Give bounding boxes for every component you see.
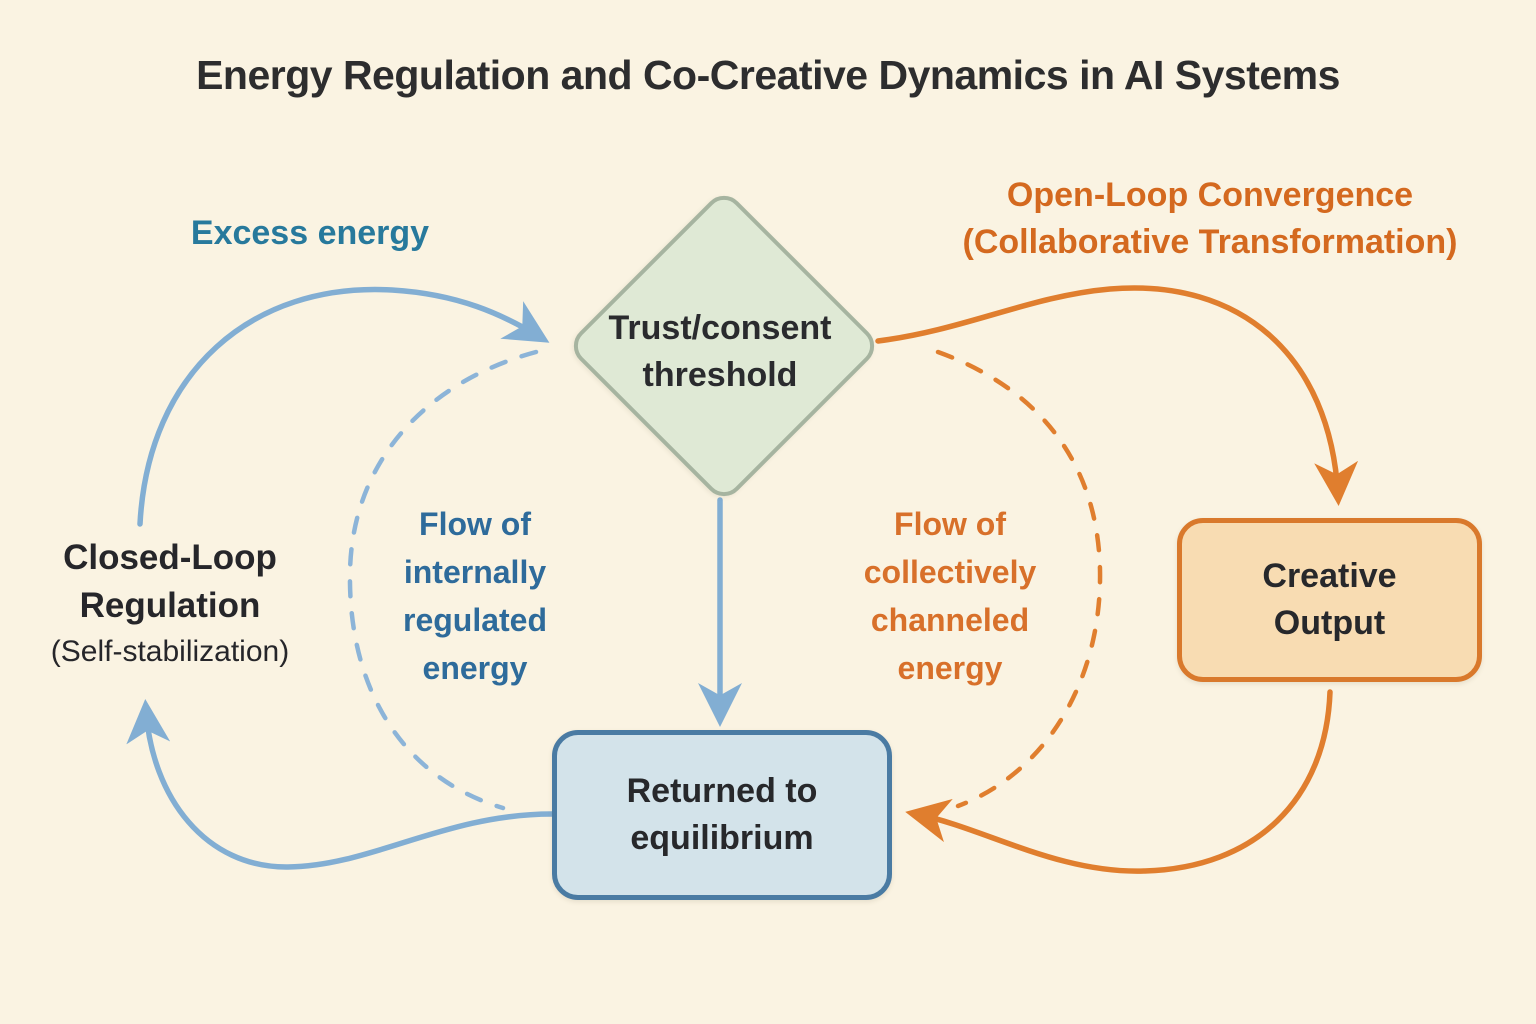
flow-collective-line4: energy (897, 650, 1003, 686)
flow-internal-label: Flow of internally regulated energy (325, 500, 625, 692)
creative-to-equilibrium-arrow (905, 689, 1333, 874)
trust-consent-threshold-label: Trust/consent threshold (570, 305, 870, 399)
threshold-to-creative-arrow (875, 285, 1359, 506)
flow-collective-label: Flow of collectively channeled energy (800, 500, 1100, 692)
flow-collective-line1: Flow of (894, 506, 1006, 542)
threshold-label-line1: Trust/consent (608, 309, 832, 347)
internal-flow-dashed-curve (347, 349, 539, 811)
open-loop-line2: (Collaborative Transformation) (962, 223, 1458, 261)
closed-loop-regulation-label: Closed-Loop Regulation (Self-stabilizati… (10, 534, 330, 674)
creative-label-line1: Creative (1262, 557, 1397, 595)
returned-label: Returned to equilibrium (627, 768, 818, 862)
excess-energy-arrow (137, 286, 550, 527)
returned-label-line1: Returned to (626, 772, 818, 810)
collective-flow-dashed-curve (935, 349, 1103, 809)
flow-internal-line1: Flow of (419, 506, 531, 542)
open-loop-convergence-label: Open-Loop Convergence (Collaborative Tra… (940, 172, 1480, 266)
page-title: Energy Regulation and Co-Creative Dynami… (196, 52, 1340, 98)
returned-label-line2: equilibrium (630, 819, 814, 857)
closed-loop-line1: Closed-Loop (63, 538, 277, 577)
excess-energy-label: Excess energy (190, 214, 430, 252)
flow-internal-line3: regulated (402, 602, 548, 638)
closed-loop-line2: Regulation (79, 586, 261, 625)
flow-internal-line4: energy (422, 650, 528, 686)
creative-output-node: Creative Output (1177, 518, 1482, 682)
creative-label: Creative Output (1262, 553, 1396, 647)
flow-internal-line2: internally (403, 554, 547, 590)
flow-collective-line3: channeled (870, 602, 1030, 638)
flow-collective-line2: collectively (863, 554, 1037, 590)
closed-loop-line3: (Self-stabilization) (50, 635, 290, 668)
returned-to-equilibrium-node: Returned to equilibrium (552, 730, 892, 900)
open-loop-line1: Open-Loop Convergence (1006, 176, 1414, 214)
threshold-label-line2: threshold (642, 356, 798, 394)
creative-label-line2: Output (1273, 604, 1386, 642)
equilibrium-to-closedloop-arrow (126, 699, 555, 870)
